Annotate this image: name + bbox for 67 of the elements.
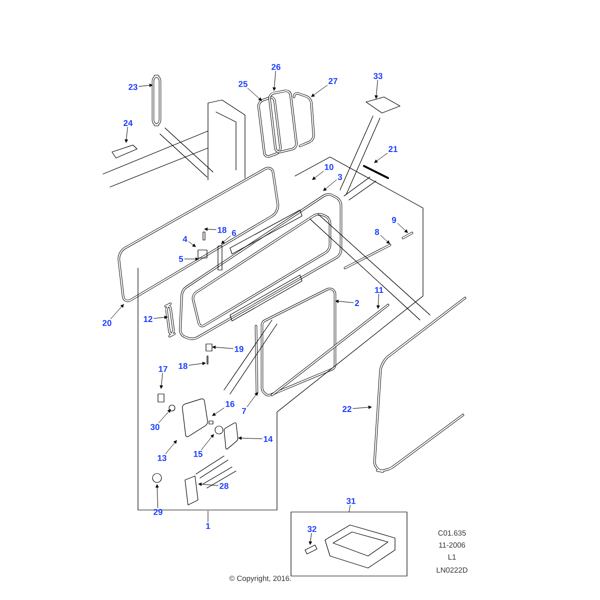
leader-line bbox=[184, 257, 199, 261]
callout-number: 30 bbox=[150, 424, 160, 430]
leader-line bbox=[374, 152, 388, 163]
leader-line bbox=[188, 362, 206, 366]
leader-line bbox=[198, 482, 218, 486]
leader-line bbox=[165, 440, 177, 454]
callout-number: 18 bbox=[218, 227, 226, 233]
callout-number: 8 bbox=[374, 229, 380, 235]
callout-number: 7 bbox=[242, 408, 246, 414]
callout-number: 16 bbox=[226, 401, 234, 407]
leader-line bbox=[308, 532, 312, 545]
callout-number: 6 bbox=[232, 230, 236, 236]
callout-number: 17 bbox=[158, 366, 168, 372]
callout-number: 5 bbox=[178, 256, 184, 262]
leader-line bbox=[138, 84, 153, 87]
callout-number: 31 bbox=[346, 498, 356, 504]
callout-number: 12 bbox=[144, 316, 152, 322]
leader-line bbox=[156, 484, 159, 508]
callout-number: 3 bbox=[338, 174, 342, 180]
leader-line bbox=[246, 392, 258, 408]
callout-number: 25 bbox=[238, 81, 248, 87]
callout-number: 26 bbox=[272, 64, 280, 70]
callout-number: 28 bbox=[220, 483, 228, 489]
callout-number: 21 bbox=[388, 146, 398, 152]
callout-number: 20 bbox=[102, 320, 112, 326]
leader-line bbox=[272, 70, 276, 91]
callout-number: 22 bbox=[342, 406, 352, 412]
leader-line bbox=[212, 408, 224, 416]
callout-number: 2 bbox=[354, 300, 360, 306]
leader-line bbox=[397, 223, 408, 233]
callout-number: 27 bbox=[328, 78, 338, 84]
callout-number: 19 bbox=[234, 346, 244, 352]
callout-number: 4 bbox=[182, 236, 188, 242]
callout-number: 1 bbox=[206, 523, 210, 529]
leader-line bbox=[188, 241, 196, 247]
leader-line bbox=[221, 236, 231, 244]
callout-number: 29 bbox=[154, 509, 162, 515]
leader-line bbox=[311, 84, 328, 97]
leader-line bbox=[212, 346, 234, 349]
leader-line bbox=[201, 434, 214, 450]
leader-line bbox=[110, 304, 124, 320]
leader-line bbox=[348, 504, 350, 512]
leader-line bbox=[238, 436, 262, 440]
leader-line bbox=[247, 88, 262, 101]
callout-number: 13 bbox=[158, 455, 166, 461]
leader-line bbox=[154, 316, 168, 319]
leader-line bbox=[124, 126, 128, 143]
callout-number: 10 bbox=[324, 164, 334, 170]
callout-number: 33 bbox=[373, 73, 382, 79]
callout-number: 24 bbox=[124, 120, 133, 126]
leader-line bbox=[204, 228, 216, 231]
leader-line bbox=[312, 170, 324, 180]
leader-line bbox=[160, 372, 163, 389]
leader-line bbox=[158, 409, 171, 424]
callout-number: 11 bbox=[375, 287, 384, 293]
callout-number: 9 bbox=[392, 217, 396, 223]
leader-line bbox=[380, 235, 390, 244]
callout-number: 18 bbox=[178, 363, 188, 369]
callout-number: 15 bbox=[194, 451, 202, 457]
leader-line bbox=[352, 406, 372, 409]
leader-line bbox=[335, 300, 354, 303]
callout-number: 32 bbox=[307, 526, 316, 532]
leader-line bbox=[323, 180, 337, 191]
leader-line bbox=[376, 294, 380, 309]
callout-number: 23 bbox=[128, 84, 138, 90]
leader-line bbox=[374, 80, 378, 99]
callout-number: 14 bbox=[264, 436, 273, 442]
